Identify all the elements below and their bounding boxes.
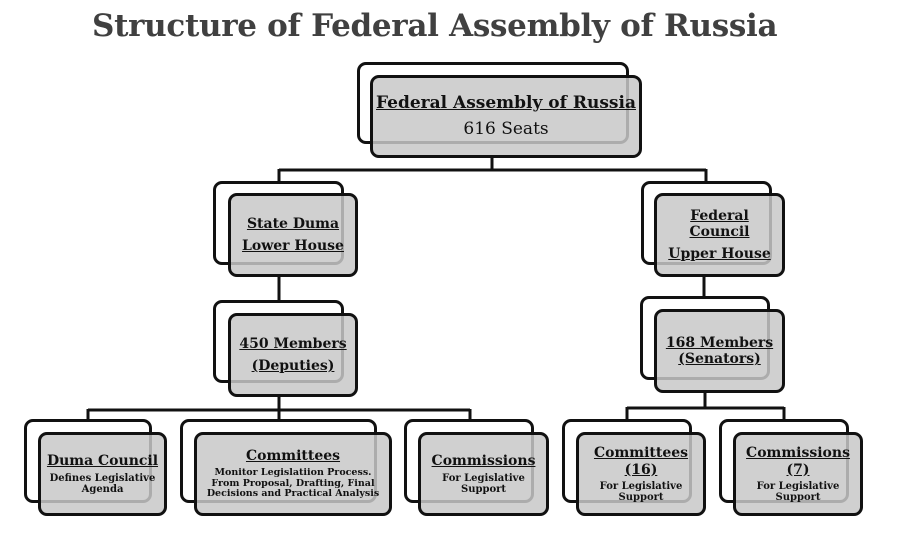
federal-assembly-heading: Federal Assembly of Russia <box>376 92 636 113</box>
state-duma-name: State Duma <box>246 215 340 232</box>
duma-members-count: 450 Members <box>239 335 347 352</box>
duma-commissions-description: For Legislative Support <box>442 473 525 496</box>
council-committees-count: (16) <box>624 461 658 478</box>
federal-council-house: Upper House <box>668 246 771 263</box>
federal-council-name-2: Council <box>689 223 750 240</box>
duma-council-heading: Duma Council <box>46 452 159 469</box>
state-duma-house: Lower House <box>242 238 344 254</box>
duma-council-description: Defines Legislative Agenda <box>49 473 156 496</box>
duma-members-type: (Deputies) <box>251 358 335 374</box>
council-members-type: (Senators) <box>678 351 761 367</box>
council-commissions-heading: Commissions <box>746 445 850 462</box>
council-members-count: 168 Members <box>665 334 774 351</box>
diagram-title: Structure of Federal Assembly of Russia <box>92 8 778 44</box>
federal-assembly-seats: 616 Seats <box>463 119 549 140</box>
council-commissions-description: For Legislative Support <box>756 480 840 503</box>
federal-council-name-1: Federal <box>690 207 749 224</box>
duma-committees-description: Monitor Legislatiion Process. From Propo… <box>206 467 380 500</box>
duma-committees-heading: Committees <box>245 448 341 465</box>
council-committees-description: For Legislative Support <box>599 480 683 503</box>
duma-commissions-heading: Commissions <box>431 452 536 469</box>
council-commissions-count: (7) <box>786 461 810 478</box>
council-committees-heading: Committees <box>593 445 689 462</box>
